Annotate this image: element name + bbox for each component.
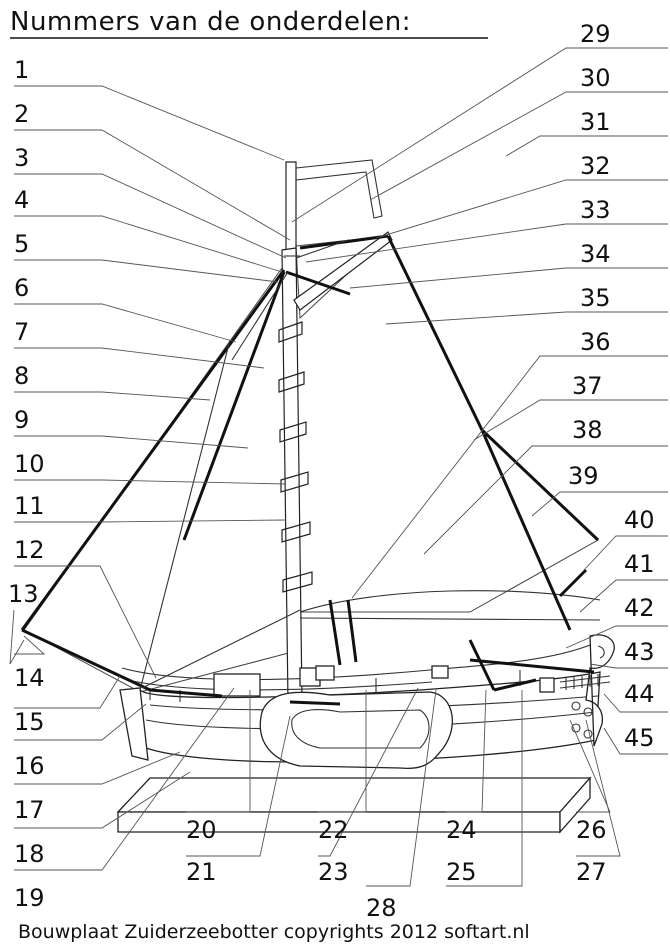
label-38: 38: [572, 416, 603, 444]
label-39: 39: [568, 462, 599, 490]
label-40: 40: [624, 506, 655, 534]
label-32: 32: [580, 152, 611, 180]
label-4: 4: [14, 186, 29, 214]
label-31: 31: [580, 108, 611, 136]
part-number-labels: 1 2 3 4 5 6 7 8 9 10 11 12 13 14 15 16 1…: [8, 20, 655, 922]
label-7: 7: [14, 318, 29, 346]
page-title: Nummers van de onderdelen:: [10, 7, 411, 37]
label-42: 42: [624, 594, 655, 622]
label-10: 10: [14, 450, 45, 478]
label-15: 15: [14, 708, 45, 736]
label-21: 21: [186, 858, 217, 886]
label-35: 35: [580, 284, 611, 312]
label-20: 20: [186, 816, 217, 844]
label-24: 24: [446, 816, 477, 844]
label-26: 26: [576, 816, 607, 844]
label-41: 41: [624, 550, 655, 578]
footer-copyright: Bouwplaat Zuiderzeebotter copyrights 201…: [18, 921, 530, 943]
label-3: 3: [14, 144, 29, 172]
label-22: 22: [318, 816, 349, 844]
label-34: 34: [580, 240, 611, 268]
label-43: 43: [624, 638, 655, 666]
label-30: 30: [580, 64, 611, 92]
label-28: 28: [366, 894, 397, 922]
label-5: 5: [14, 230, 29, 258]
label-16: 16: [14, 752, 45, 780]
label-2: 2: [14, 100, 29, 128]
label-12: 12: [14, 536, 45, 564]
label-8: 8: [14, 362, 29, 390]
label-11: 11: [14, 492, 45, 520]
label-23: 23: [318, 858, 349, 886]
label-33: 33: [580, 196, 611, 224]
label-44: 44: [624, 680, 655, 708]
label-19: 19: [14, 884, 45, 912]
label-25: 25: [446, 858, 477, 886]
label-27: 27: [576, 858, 607, 886]
label-14: 14: [14, 664, 45, 692]
label-37: 37: [572, 372, 603, 400]
leader-lines: [9, 47, 668, 887]
label-45: 45: [624, 724, 655, 752]
label-36: 36: [580, 328, 611, 356]
label-6: 6: [14, 274, 29, 302]
label-1: 1: [14, 56, 29, 84]
label-13: 13: [8, 580, 39, 608]
label-17: 17: [14, 796, 45, 824]
label-9: 9: [14, 406, 29, 434]
label-29: 29: [580, 20, 611, 48]
boat-illustration: [20, 159, 615, 834]
label-18: 18: [14, 840, 45, 868]
